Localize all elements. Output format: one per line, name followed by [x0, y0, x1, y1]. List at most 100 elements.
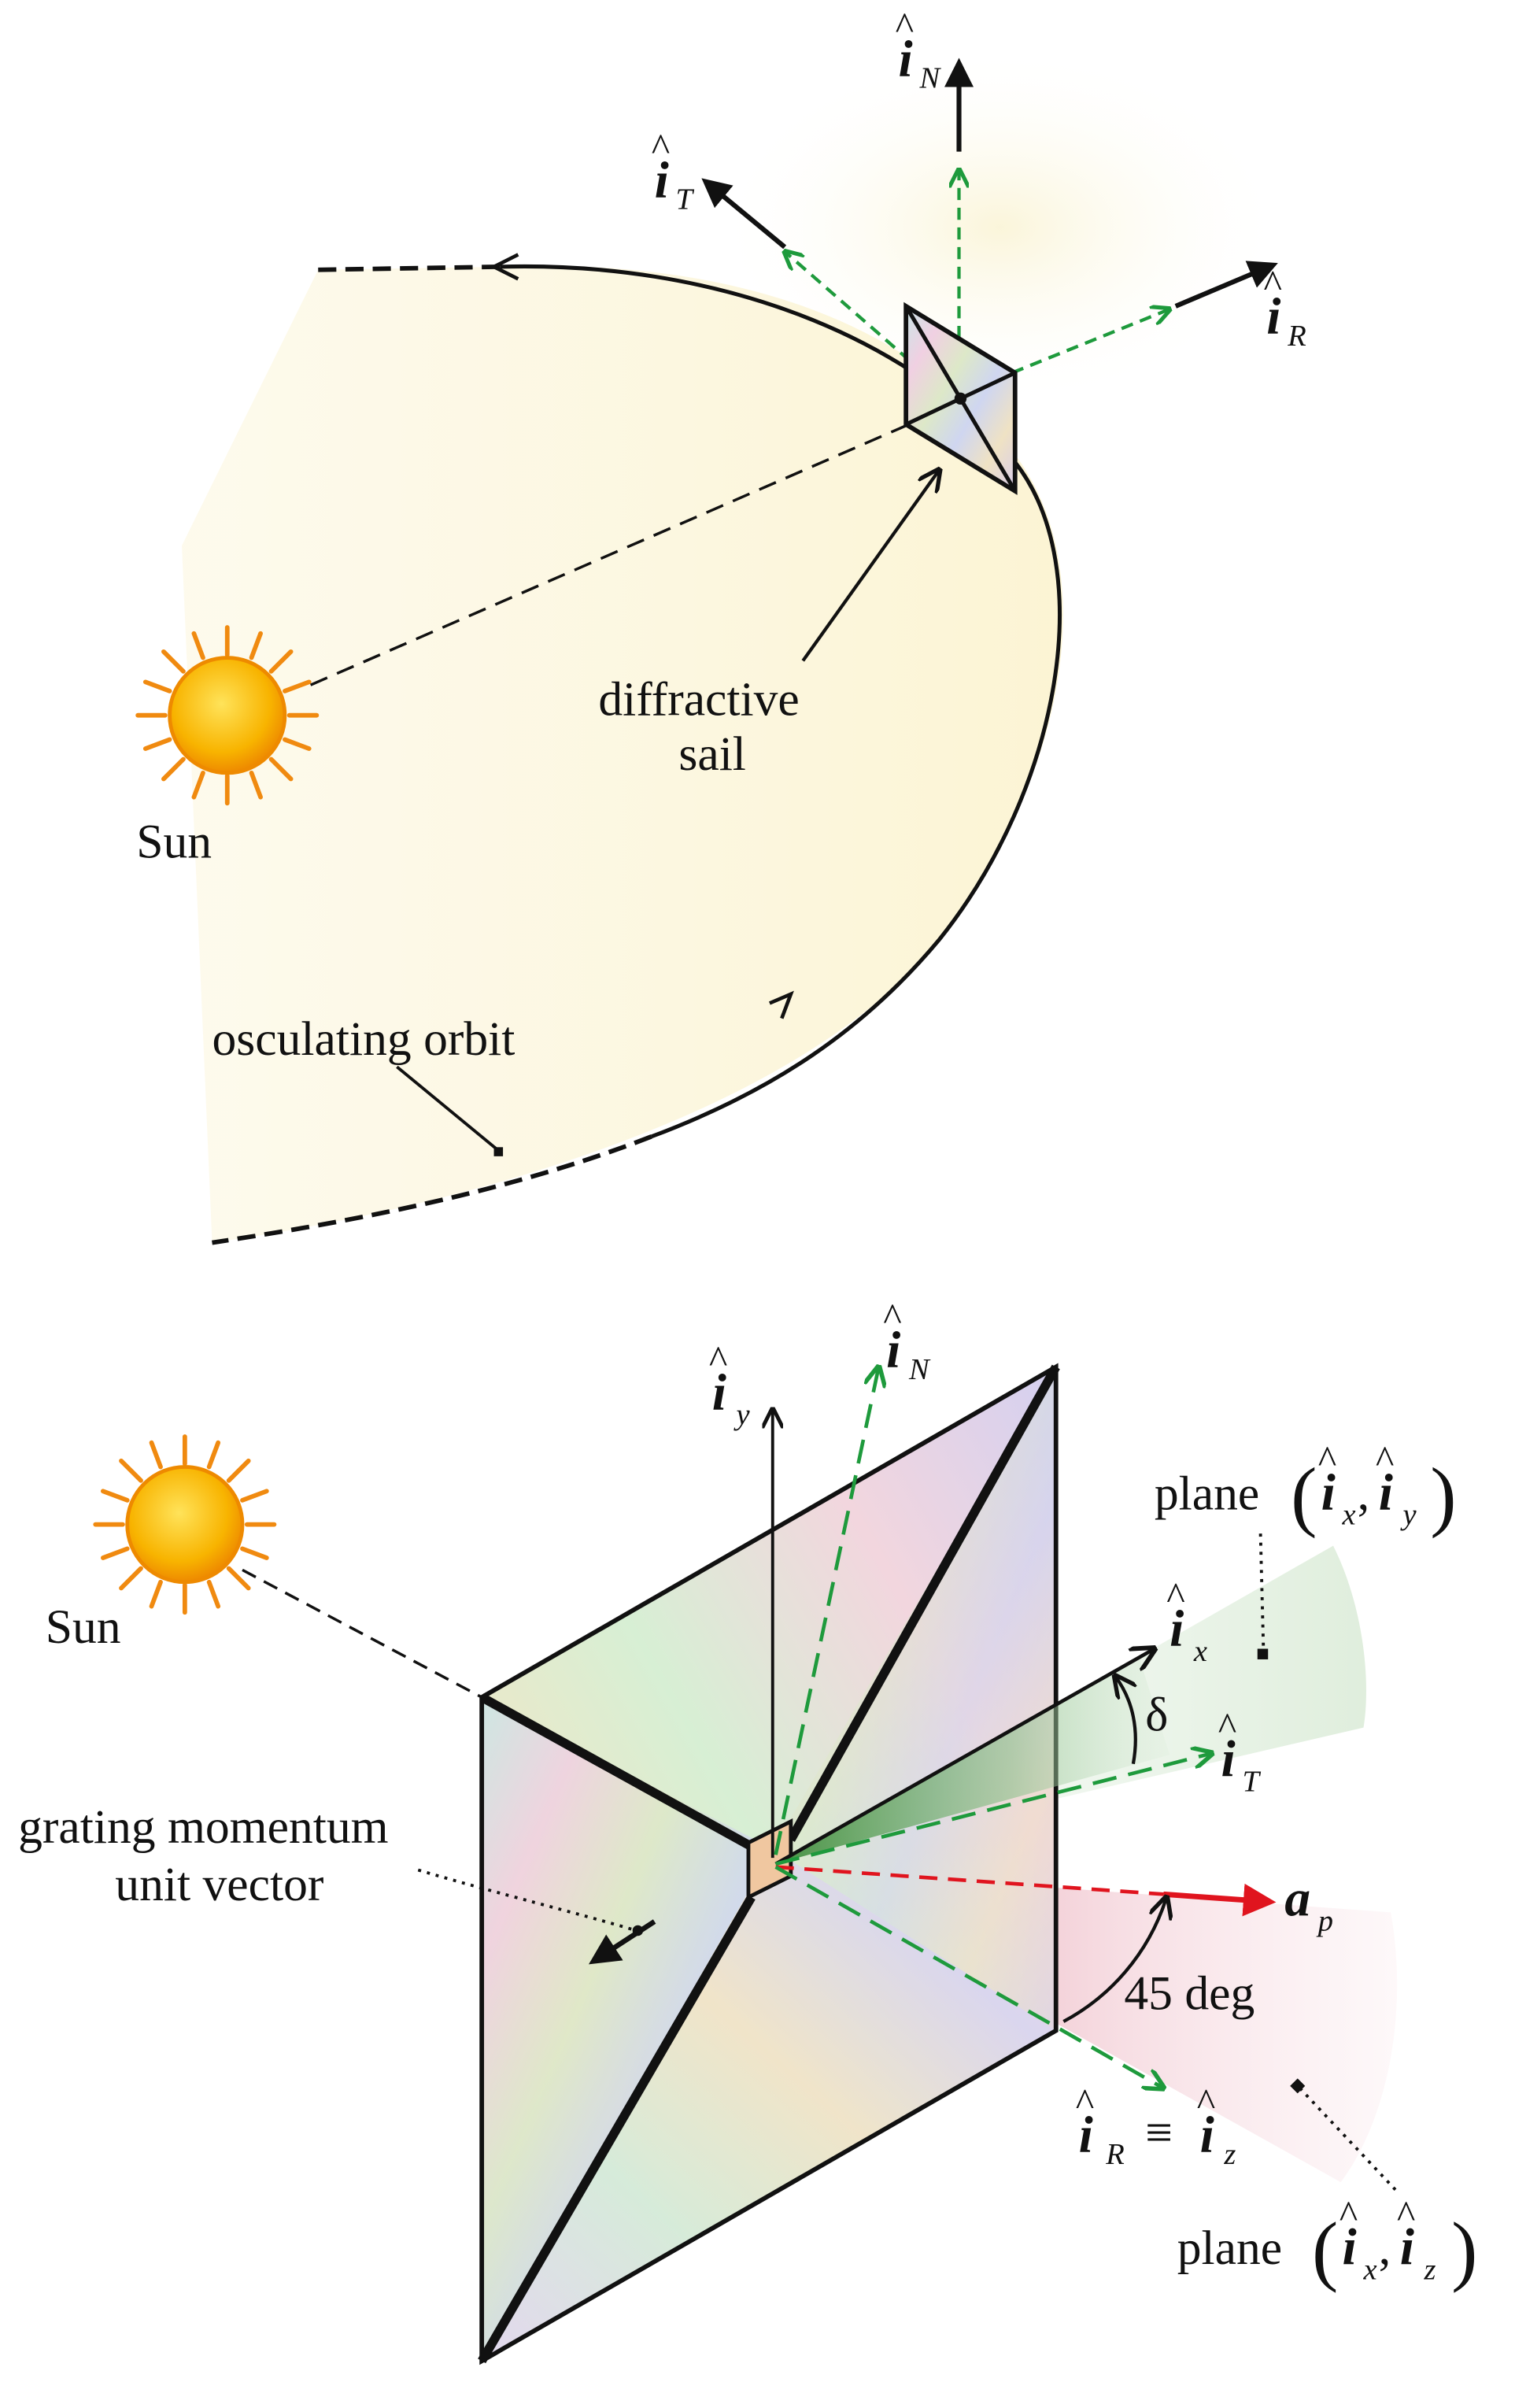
svg-text:N: N [908, 1353, 931, 1386]
svg-text:): ) [1451, 2206, 1477, 2293]
sail-pointer-arrow [801, 470, 939, 662]
svg-text:^: ^ [1318, 1437, 1336, 1481]
axis-ap-red-dashed [775, 1865, 1164, 1896]
svg-text:plane: plane [1177, 2221, 1282, 2275]
sun-sail-line-top [309, 423, 910, 686]
sun-sail-line-bottom [242, 1568, 482, 1699]
sun-icon-bottom [93, 1434, 277, 1615]
bottom-figure: Sun grating momentum unit vector i ^ y i… [18, 1295, 1478, 2365]
svg-text:): ) [1430, 1452, 1456, 1539]
svg-text:i: i [1221, 1731, 1236, 1788]
svg-text:^: ^ [1218, 1704, 1236, 1748]
svg-text:≡: ≡ [1145, 2107, 1173, 2160]
svg-text:^: ^ [709, 1337, 727, 1382]
top-axis-radial [1174, 261, 1278, 309]
orbit-leader-dot [493, 1147, 504, 1156]
delta-arc [1115, 1676, 1137, 1765]
label-i-x: i ^ x [1166, 1574, 1207, 1667]
plane-xy-leader [1258, 1533, 1266, 1652]
svg-text:i: i [1400, 2219, 1414, 2276]
svg-text:i: i [1321, 1464, 1336, 1521]
svg-text:i: i [1079, 2107, 1093, 2164]
orbit-region [182, 265, 1063, 1243]
svg-text:i: i [1170, 1601, 1184, 1658]
svg-text:y: y [733, 1399, 751, 1432]
svg-text:^: ^ [1339, 2192, 1358, 2236]
sail-label-line2: sail [678, 727, 746, 781]
grating-label-line2: unit vector [115, 1858, 323, 1911]
plane-xy-leader-dot [1257, 1648, 1269, 1659]
label-i-transverse-top: i ^ T [652, 125, 695, 216]
svg-text:T: T [676, 183, 695, 216]
label-i-T-bottom: i ^ T [1218, 1704, 1262, 1798]
orbit-curve [500, 264, 1062, 1139]
svg-text:i: i [712, 1364, 726, 1421]
label-i-N-bottom: i ^ N [883, 1295, 931, 1386]
svg-text:^: ^ [652, 125, 670, 169]
svg-text:R: R [1105, 2138, 1125, 2171]
svg-text:N: N [918, 62, 941, 95]
svg-text:^: ^ [1197, 2080, 1215, 2124]
axis-ap-red [1163, 1883, 1277, 1917]
label-i-R-equiv-i-z: i ^ R ≡ i ^ z [1076, 2080, 1236, 2171]
delta-wedge [775, 1658, 1170, 1864]
orbit-label: osculating orbit [212, 1012, 515, 1066]
svg-text:^: ^ [1376, 1437, 1394, 1481]
orbit-dashed-start [318, 264, 501, 272]
axis-ix [774, 1648, 1155, 1866]
svg-text:^: ^ [896, 4, 914, 48]
svg-text:,: , [1379, 2221, 1391, 2275]
svg-text:a: a [1284, 1870, 1310, 1927]
svg-text:^: ^ [1263, 261, 1281, 305]
orbit-dashed-end [212, 1134, 652, 1245]
svg-text:i: i [899, 31, 913, 87]
grating-label-line1: grating momentum [18, 1800, 388, 1854]
svg-text:T: T [1243, 1765, 1262, 1798]
label-i-normal-top: i ^ N [896, 4, 942, 95]
svg-text:x: x [1193, 1635, 1207, 1668]
label-plane-xz: plane ( i ^ x , i ^ z ) [1177, 2192, 1478, 2294]
svg-text:(: ( [1312, 2206, 1338, 2293]
svg-text:y: y [1400, 1499, 1417, 1532]
svg-text:i: i [1266, 289, 1280, 346]
svg-text:^: ^ [1076, 2080, 1094, 2124]
label-i-radial-top: i ^ R [1263, 261, 1306, 353]
svg-text:p: p [1316, 1905, 1333, 1938]
svg-text:i: i [655, 152, 669, 209]
delta-label: δ [1145, 1688, 1168, 1741]
svg-text:z: z [1223, 2138, 1236, 2171]
sun-label-bottom: Sun [46, 1600, 121, 1654]
svg-text:(: ( [1291, 1452, 1317, 1539]
top-figure: Sun i ^ N i ^ T i ^ R [135, 4, 1306, 1245]
top-green-radial [1011, 309, 1170, 375]
plane-xz-leader-dot [1290, 2078, 1306, 2094]
angle-45-arc [1062, 1897, 1166, 2023]
label-a-p: a p [1284, 1870, 1333, 1937]
svg-text:x: x [1342, 1499, 1356, 1532]
axis-iT-green [775, 1753, 1212, 1866]
svg-text:z: z [1424, 2253, 1436, 2286]
svg-text:x: x [1363, 2253, 1377, 2286]
top-axis-transverse [701, 178, 787, 250]
orbit-leader [396, 1065, 501, 1153]
svg-text:i: i [1379, 1464, 1393, 1521]
sail-large [478, 1363, 1060, 2365]
sail-small [903, 301, 1018, 495]
label-plane-xy: plane ( i ^ x , i ^ y ) [1155, 1437, 1457, 1539]
svg-text:^: ^ [883, 1295, 901, 1339]
svg-text:i: i [886, 1322, 900, 1378]
svg-text:i: i [1343, 2219, 1357, 2276]
axis-iN-green [774, 1367, 879, 1855]
grating-leader [417, 1868, 637, 1933]
svg-text:R: R [1287, 320, 1306, 353]
svg-text:^: ^ [1166, 1574, 1184, 1618]
svg-text:,: , [1358, 1467, 1369, 1520]
orbit-arrow-left [490, 253, 519, 281]
sun-icon [135, 625, 320, 806]
top-green-transverse [785, 252, 940, 388]
label-i-y: i ^ y [709, 1337, 751, 1431]
svg-text:^: ^ [1397, 2192, 1415, 2236]
axis-iR-green [774, 1865, 1164, 2088]
svg-text:i: i [1200, 2107, 1214, 2164]
